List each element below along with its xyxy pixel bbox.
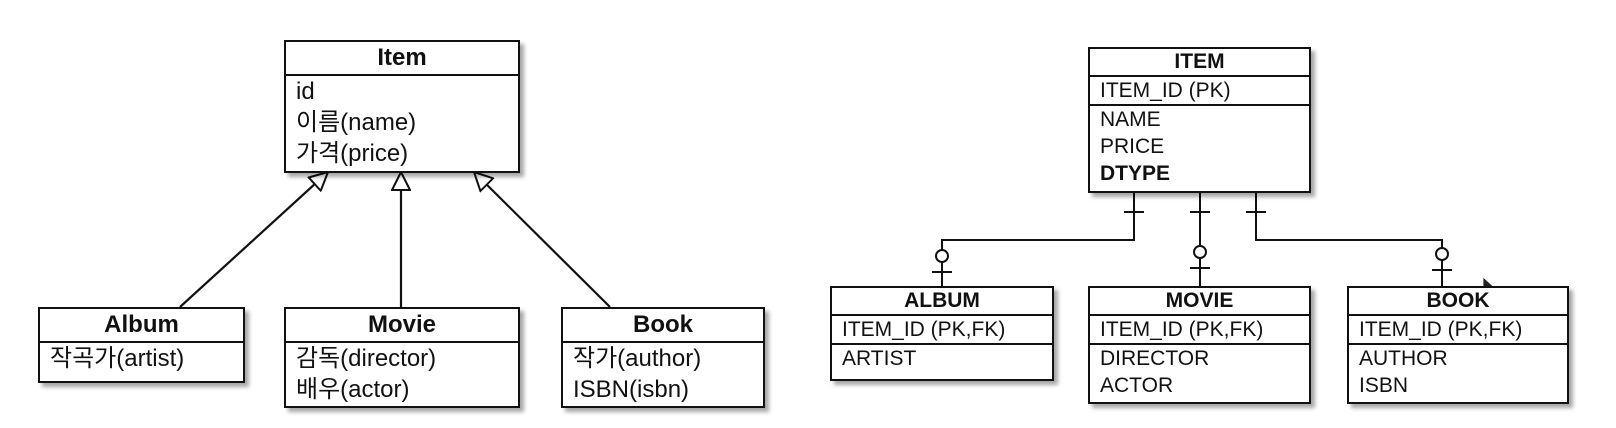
inheritance-arrow-album [179,172,328,308]
attribute-price: 가격(price) [296,139,409,167]
table-book: BOOK ITEM_ID (PK,FK) AUTHOR ISBN [1347,286,1569,404]
relationship-item-album [932,193,1144,286]
table-name: MOVIE [1090,288,1309,317]
attribute-actor: 배우(actor) [296,375,410,403]
class-name: Album [40,309,243,343]
column-artist: ARTIST [842,347,917,371]
class-book: Book 작가(author) ISBN(isbn) [561,307,765,408]
table-name: BOOK [1349,288,1567,317]
table-columns: AUTHOR ISBN [1349,343,1567,399]
class-movie: Movie 감독(director) 배우(actor) [284,307,520,408]
table-key-section: ITEM_ID (PK,FK) [1090,316,1309,343]
column-actor: ACTOR [1100,374,1174,398]
attribute-id: id [296,77,315,105]
table-album: ALBUM ITEM_ID (PK,FK) ARTIST [830,286,1054,381]
class-name: Item [286,42,518,76]
relationship-item-book [1246,193,1452,286]
column-item-id: ITEM_ID (PK,FK) [1359,318,1523,342]
column-item-id: ITEM_ID (PK) [1100,79,1231,103]
column-item-id: ITEM_ID (PK,FK) [1100,318,1264,342]
class-item: Item id 이름(name) 가격(price) [284,40,520,173]
class-name: Movie [286,309,518,343]
inheritance-arrow-book [474,172,611,308]
class-attributes: id 이름(name) 가격(price) [286,76,518,169]
attribute-artist: 작곡가(artist) [50,344,185,372]
table-item: ITEM ITEM_ID (PK) NAME PRICE DTYPE [1088,47,1311,193]
column-director: DIRECTOR [1100,347,1210,371]
table-key-section: ITEM_ID (PK,FK) [1349,316,1567,343]
column-isbn: ISBN [1359,374,1409,398]
column-dtype: DTYPE [1100,162,1171,186]
table-movie: MOVIE ITEM_ID (PK,FK) DIRECTOR ACTOR [1088,286,1311,404]
table-name: ALBUM [832,288,1052,317]
table-columns: NAME PRICE DTYPE [1090,104,1309,187]
table-name: ITEM [1090,49,1309,78]
column-price: PRICE [1100,135,1165,159]
table-key-section: ITEM_ID (PK,FK) [832,316,1052,343]
attribute-author: 작가(author) [573,344,702,372]
table-columns: ARTIST [832,343,1052,372]
class-album: Album 작곡가(artist) [38,307,245,383]
column-item-id: ITEM_ID (PK,FK) [842,318,1006,342]
table-key-section: ITEM_ID (PK) [1090,77,1309,104]
relationship-item-movie [1190,193,1210,286]
class-attributes: 작가(author) ISBN(isbn) [563,343,763,405]
attribute-director: 감독(director) [296,344,437,372]
class-attributes: 작곡가(artist) [40,343,243,374]
table-columns: DIRECTOR ACTOR [1090,343,1309,399]
class-attributes: 감독(director) 배우(actor) [286,343,518,405]
attribute-isbn: ISBN(isbn) [573,375,690,403]
class-name: Book [563,309,763,343]
attribute-name: 이름(name) [296,108,417,136]
column-author: AUTHOR [1359,347,1448,371]
column-name: NAME [1100,108,1161,132]
